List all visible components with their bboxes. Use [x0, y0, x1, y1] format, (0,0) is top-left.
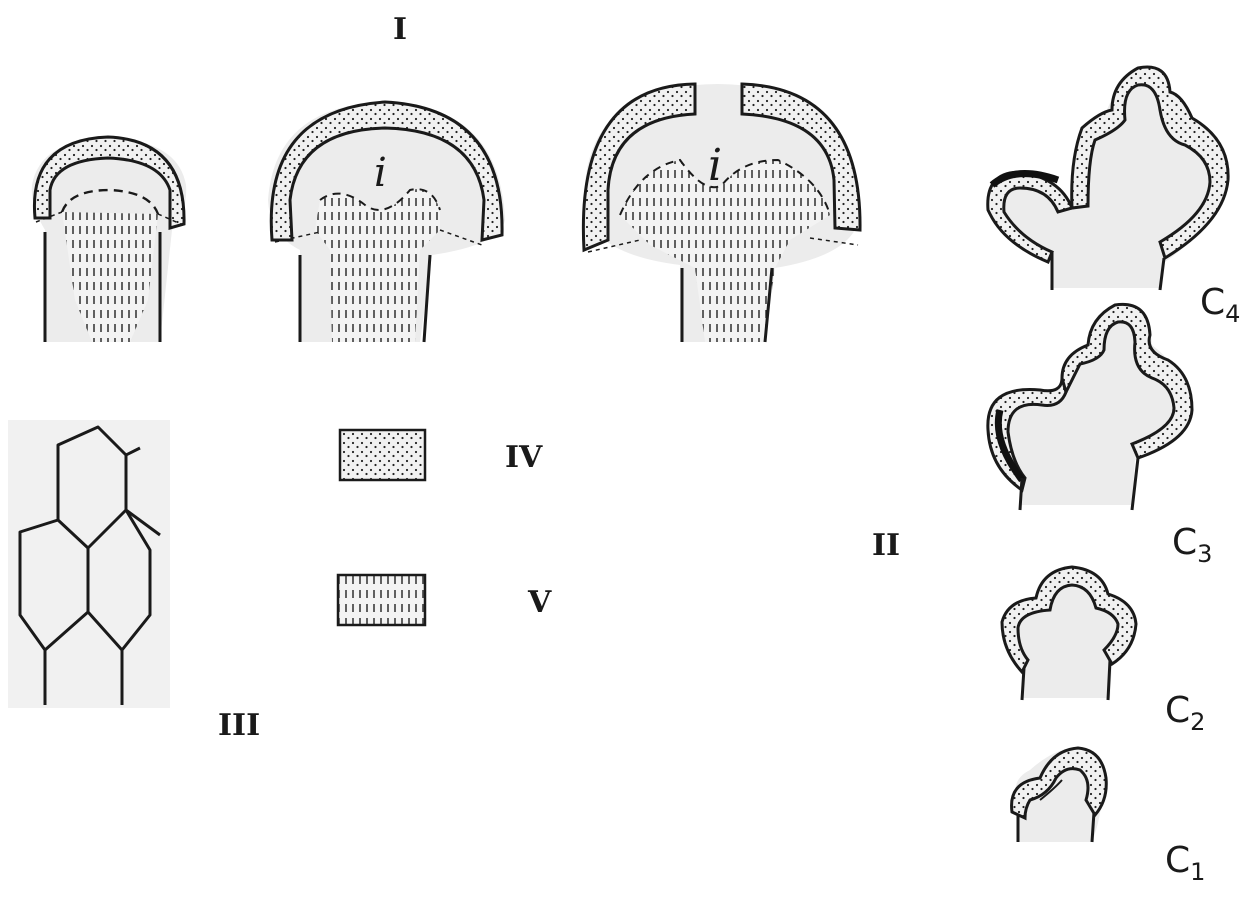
legend-swatch-dotted: [340, 430, 425, 480]
apex-section-2: [268, 102, 505, 342]
stage-label-c1: C1: [1165, 840, 1205, 886]
stage-label-c2: C2: [1165, 690, 1205, 736]
label-group-I: I: [393, 12, 407, 47]
stage-c4-outline: [988, 67, 1228, 290]
legend-swatch-hatched: [338, 575, 425, 625]
stage-label-c3: C3: [1172, 522, 1212, 568]
apex-section-3: [583, 84, 860, 342]
apex-section-1: [32, 137, 186, 342]
label-legend-IV: IV: [505, 440, 542, 475]
cell-mesh: [8, 420, 170, 708]
stage-label-c4: C4: [1200, 282, 1240, 328]
label-group-III: III: [218, 708, 260, 743]
inner-label-i-section-2: i: [374, 150, 387, 196]
stage-c1-outline: [1012, 748, 1107, 842]
inner-label-i-section-3: i: [708, 140, 722, 191]
label-legend-V: V: [528, 585, 551, 620]
stage-c3-outline: [988, 304, 1192, 510]
label-group-II: II: [872, 528, 900, 563]
stage-c2-outline: [1001, 567, 1136, 700]
